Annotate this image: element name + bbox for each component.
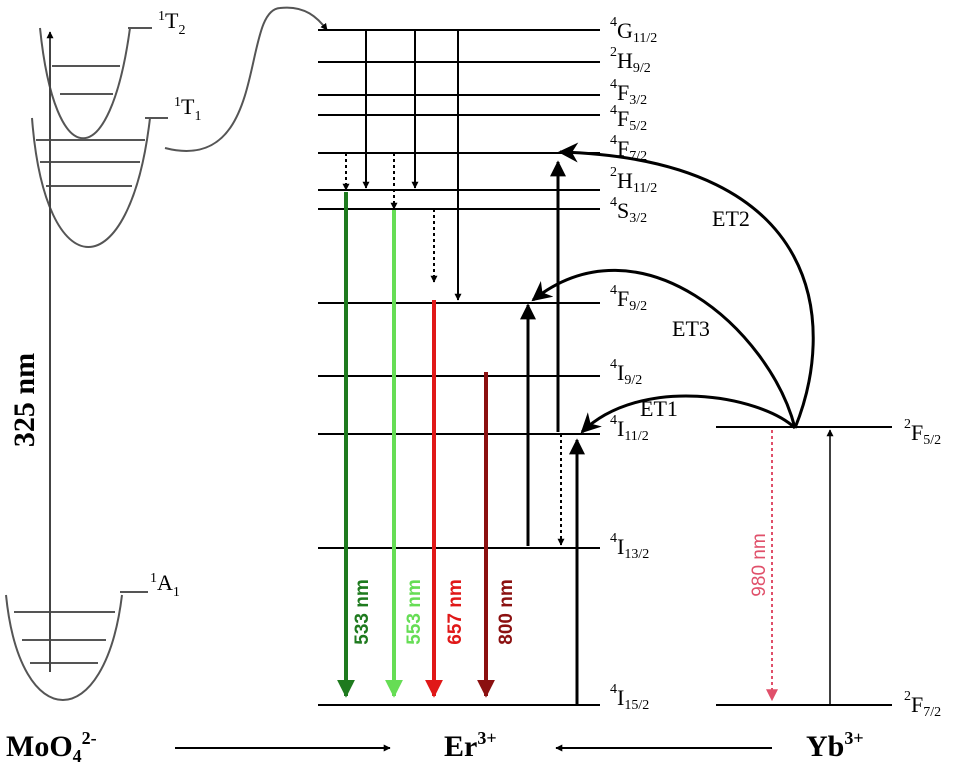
relaxation-arrows bbox=[362, 30, 462, 301]
state-label-1t2: 1T2 bbox=[158, 8, 185, 38]
label-4f9: 4F9/2 bbox=[610, 283, 647, 314]
state-label-1t1: 1T1 bbox=[174, 94, 201, 124]
label-4f5: 4F5/2 bbox=[610, 103, 647, 134]
label-2h9: 2H9/2 bbox=[610, 45, 651, 76]
et1-label: ET1 bbox=[640, 396, 678, 421]
state-label-1a1: 1A1 bbox=[150, 570, 180, 600]
emission-label-553: 553 nm bbox=[404, 579, 425, 644]
label-4s3: 4S3/2 bbox=[610, 195, 647, 226]
yb-label-2f5: 2F5/2 bbox=[904, 417, 941, 448]
moo4-parabolas bbox=[5, 27, 168, 701]
er-absorption-arrows bbox=[520, 160, 585, 705]
a1-parabola bbox=[5, 594, 123, 701]
yb-levels bbox=[716, 426, 892, 706]
label-2h11: 2H11/2 bbox=[610, 165, 657, 196]
yb-label-2f7: 2F7/2 bbox=[904, 689, 941, 720]
emission-label-800: 800 nm bbox=[496, 579, 517, 644]
label-4g11: 4G11/2 bbox=[610, 15, 657, 46]
emission-label-533: 533 nm bbox=[352, 579, 373, 644]
species-er: Er3+ bbox=[444, 728, 497, 763]
yb-emission-label-980: 980 nm bbox=[749, 533, 770, 596]
emission-arrows bbox=[337, 192, 495, 698]
emission-label-657: 657 nm bbox=[445, 579, 466, 644]
t1-parabola bbox=[31, 117, 151, 248]
species-moo4: MoO42- bbox=[6, 728, 97, 766]
er-level-labels: 4G11/2 2H9/2 4F3/2 4F5/2 4F7/2 2H11/2 4S… bbox=[610, 15, 657, 713]
t2-parabola bbox=[39, 27, 131, 139]
label-4f3: 4F3/2 bbox=[610, 77, 647, 108]
et3-label: ET3 bbox=[672, 316, 710, 341]
dotted-relaxation-arrows bbox=[342, 153, 565, 546]
et2-arrow bbox=[558, 142, 815, 429]
energy-transfer-arrows bbox=[531, 142, 815, 434]
et3-arrow bbox=[531, 268, 797, 429]
label-4i15: 4I15/2 bbox=[610, 682, 649, 713]
moo4-to-er-transfer-arrow bbox=[164, 6, 328, 152]
excitation-label: 325 nm bbox=[8, 353, 41, 447]
label-4i11: 4I11/2 bbox=[610, 413, 649, 444]
et1-arrow bbox=[580, 394, 797, 434]
et2-label: ET2 bbox=[712, 206, 750, 231]
label-4i13: 4I13/2 bbox=[610, 531, 649, 562]
label-4i9: 4I9/2 bbox=[610, 357, 642, 388]
species-yb: Yb3+ bbox=[806, 728, 864, 763]
